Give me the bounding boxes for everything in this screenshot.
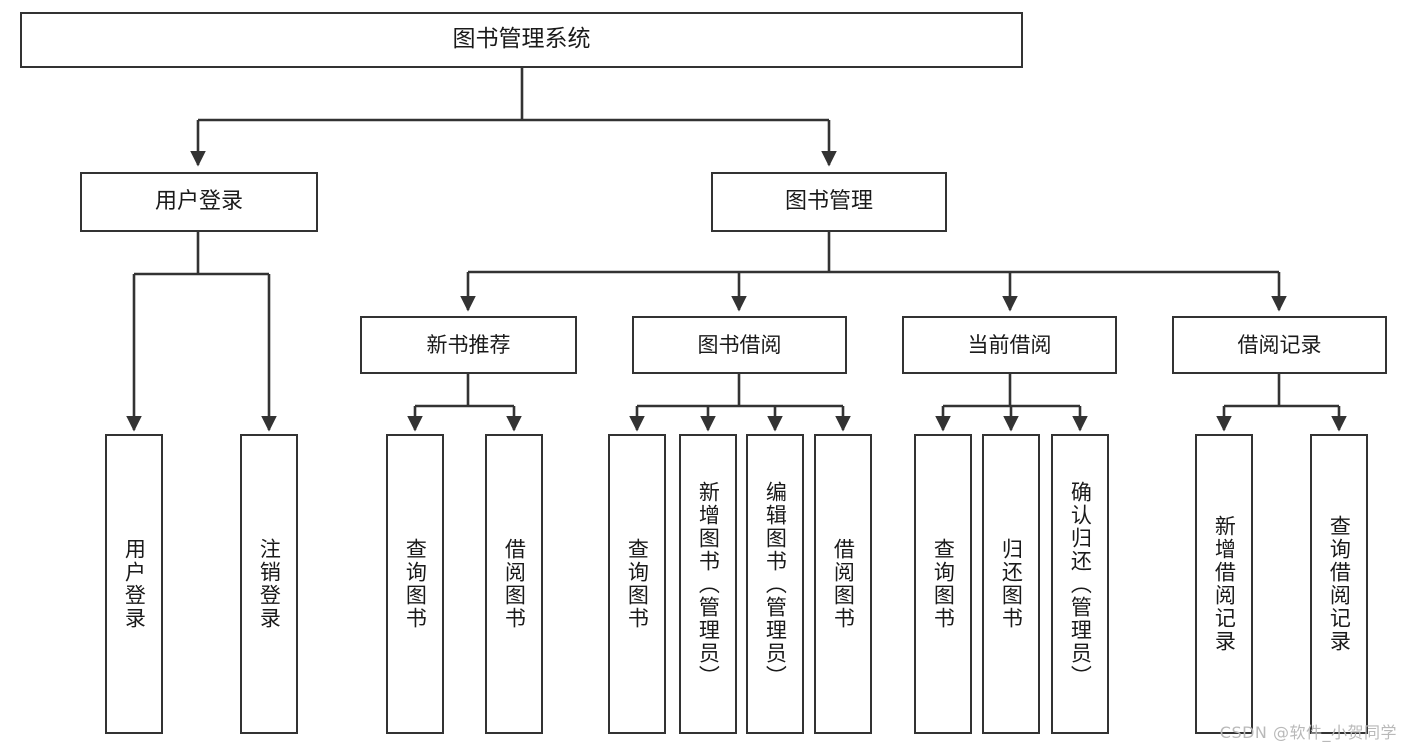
node-label: 确认归还（管理员） [1068,480,1093,688]
node-label: 新增图书（管理员） [696,480,721,688]
node-leaf-borrow-book[interactable]: 借阅图书 [814,434,872,734]
node-label: 当前借阅 [967,332,1052,357]
node-label: 查询图书 [403,538,428,630]
node-label: 图书管理系统 [452,26,591,53]
node-label: 图书管理 [784,189,873,215]
node-label: 新增借阅记录 [1212,515,1237,653]
node-leaf-add-book-admin[interactable]: 新增图书（管理员） [679,434,737,734]
node-leaf-query-borrow-record[interactable]: 查询借阅记录 [1310,434,1368,734]
node-label: 图书借阅 [697,332,782,357]
node-leaf-edit-book-admin[interactable]: 编辑图书（管理员） [746,434,804,734]
node-leaf-query-book-current[interactable]: 查询图书 [914,434,972,734]
node-leaf-logout[interactable]: 注销登录 [240,434,298,734]
node-label: 借阅记录 [1237,332,1322,357]
node-label: 归还图书 [999,538,1024,630]
node-leaf-query-book-borrow[interactable]: 查询图书 [608,434,666,734]
node-label: 查询借阅记录 [1327,515,1352,653]
node-label: 借阅图书 [502,538,527,630]
node-leaf-confirm-return-admin[interactable]: 确认归还（管理员） [1051,434,1109,734]
node-book-management[interactable]: 图书管理 [711,172,947,232]
node-borrow-record[interactable]: 借阅记录 [1172,316,1387,374]
node-label: 用户登录 [154,189,243,215]
node-leaf-borrow-book-recommend[interactable]: 借阅图书 [485,434,543,734]
node-root-system[interactable]: 图书管理系统 [20,12,1023,68]
node-leaf-user-login[interactable]: 用户登录 [105,434,163,734]
node-leaf-query-book-recommend[interactable]: 查询图书 [386,434,444,734]
node-leaf-return-book[interactable]: 归还图书 [982,434,1040,734]
node-label: 查询图书 [625,538,650,630]
node-leaf-add-borrow-record[interactable]: 新增借阅记录 [1195,434,1253,734]
node-current-borrow[interactable]: 当前借阅 [902,316,1117,374]
node-label: 用户登录 [122,538,147,630]
node-label: 借阅图书 [831,538,856,630]
node-label: 编辑图书（管理员） [763,480,788,688]
node-label: 查询图书 [931,538,956,630]
node-label: 注销登录 [257,538,282,630]
node-new-book-recommend[interactable]: 新书推荐 [360,316,577,374]
node-label: 新书推荐 [426,332,511,357]
node-book-borrow[interactable]: 图书借阅 [632,316,847,374]
node-user-login[interactable]: 用户登录 [80,172,318,232]
